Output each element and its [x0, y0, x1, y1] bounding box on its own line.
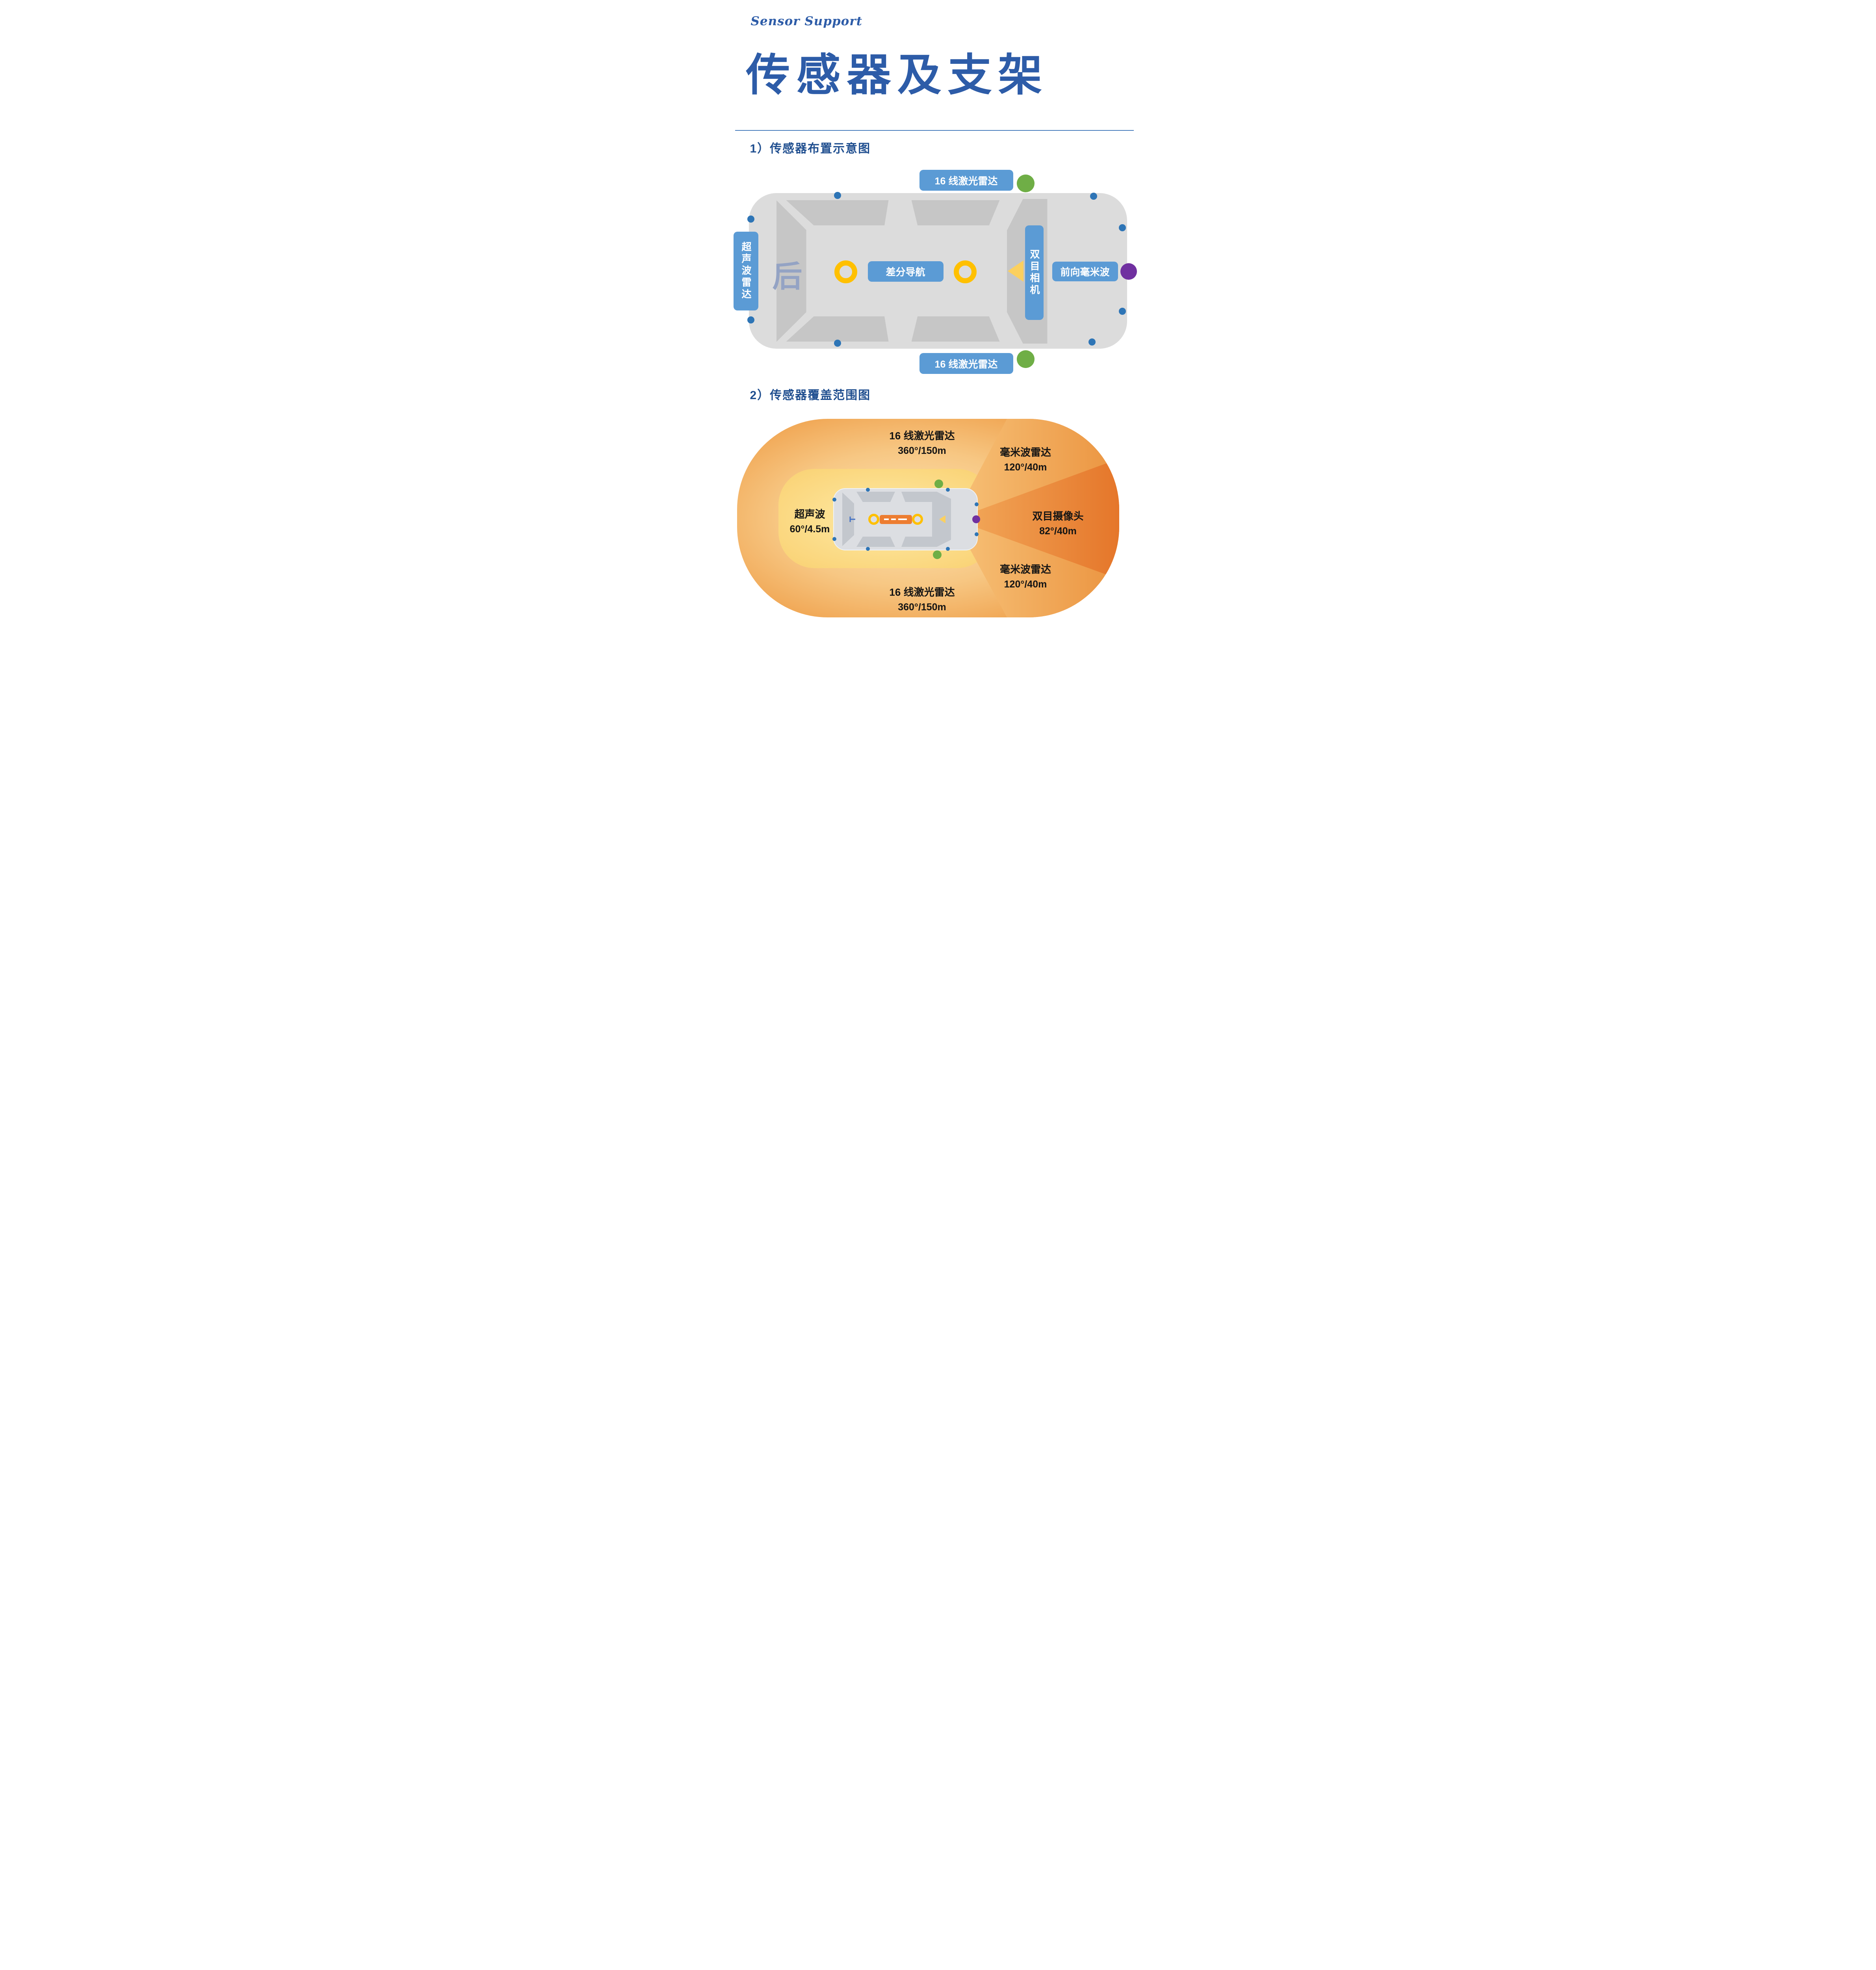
mini-lidar-bottom-dot	[932, 550, 942, 559]
sensor-name: 16 线激光雷达	[889, 586, 955, 598]
section2-heading: 2）传感器覆盖范围图	[750, 389, 871, 402]
sensor-spec: 120°/40m	[1004, 462, 1047, 473]
coverage-mmwave-top-label: 毫米波雷达 120°/40m	[977, 444, 1074, 473]
sensor-name: 毫米波雷达	[999, 563, 1051, 575]
ultrasonic-sensor-dot	[834, 340, 841, 347]
ultrasonic-sensor-dot	[747, 216, 754, 223]
sensor-spec: 360°/150m	[898, 445, 946, 456]
ultrasonic-sensor-dot	[1088, 338, 1096, 346]
mini-ultrasonic-dot	[832, 498, 836, 502]
sensor-name: 超声波	[794, 508, 825, 520]
divider-line	[735, 130, 1134, 131]
mini-ultrasonic-dot	[832, 537, 836, 541]
roof-panel-top-left	[786, 200, 889, 225]
mini-ultrasonic-dot	[945, 547, 950, 551]
sensor-name: 毫米波雷达	[999, 446, 1051, 458]
front-mmwave-dot	[1120, 263, 1137, 280]
lidar-top-label: 16 线激光雷达	[919, 170, 1013, 191]
camera-fov-triangle	[1007, 260, 1023, 282]
mini-ultrasonic-dot	[866, 547, 870, 551]
mini-vehicle	[832, 488, 979, 551]
lidar-top-dot	[1016, 175, 1035, 192]
coverage-diagram	[737, 419, 1119, 617]
mini-rear-window	[842, 492, 854, 546]
ultrasonic-sensor-dot	[1118, 308, 1126, 315]
page: Sensor Support 传感器及支架 1）传感器布置示意图 16 线激光雷…	[695, 0, 1181, 626]
ultrasonic-sensor-dot	[747, 316, 754, 323]
ultrasonic-sensor-dot	[1090, 193, 1097, 200]
roof-panel-bottom-left	[786, 316, 889, 342]
lidar-bottom-dot	[1016, 350, 1035, 368]
mini-roof-panel	[901, 537, 937, 547]
mini-label-dash	[884, 519, 889, 520]
section1-heading: 1）传感器布置示意图	[750, 142, 871, 155]
sensor-name: 双目摄像头	[1032, 510, 1084, 522]
mini-rear-marker	[849, 517, 855, 522]
sensor-spec: 60°/4.5m	[789, 524, 830, 535]
gnss-antenna-ring-right	[953, 260, 977, 283]
sensor-spec: 120°/40m	[1004, 579, 1047, 590]
mini-roof-panel	[856, 492, 895, 502]
coverage-lidar-top-label: 16 线激光雷达 360°/150m	[861, 428, 983, 457]
ultrasonic-sensor-dot	[834, 192, 841, 199]
sensor-spec: 82°/40m	[1039, 526, 1077, 537]
brand-script-text: Sensor Support	[750, 14, 863, 28]
sensor-name: 16 线激光雷达	[889, 430, 955, 442]
mini-lidar-top-dot	[934, 479, 943, 488]
lidar-bottom-label: 16 线激光雷达	[919, 353, 1013, 374]
mini-ultrasonic-dot	[974, 502, 979, 506]
mini-ultrasonic-dot	[866, 488, 870, 492]
camera-coverage-cone	[953, 459, 1119, 579]
coverage-binocular-label: 双目摄像头 82°/40m	[1003, 508, 1113, 537]
mini-antenna-ring	[868, 514, 879, 525]
coverage-mmwave-bottom-label: 毫米波雷达 120°/40m	[977, 561, 1074, 590]
coverage-lidar-bottom-label: 16 线激光雷达 360°/150m	[861, 584, 983, 613]
mini-label-dash	[898, 519, 907, 520]
vehicle-top-view: 后 差分导航 双目相机 前向毫米波	[749, 193, 1127, 349]
gnss-antenna-ring-left	[834, 260, 857, 283]
mini-ultrasonic-dot	[974, 532, 979, 536]
front-mmwave-label: 前向毫米波	[1052, 262, 1118, 281]
roof-panel-bottom-right	[911, 316, 1000, 342]
page-title: 传感器及支架	[746, 50, 1049, 100]
mini-antenna-ring	[912, 514, 923, 525]
mini-ultrasonic-dot	[945, 488, 950, 492]
diff-nav-label: 差分导航	[867, 261, 944, 282]
mini-roof-panel	[856, 537, 895, 547]
sensor-spec: 360°/150m	[898, 602, 946, 613]
ultrasonic-sensor-dot	[1118, 224, 1126, 231]
mini-camera-triangle	[939, 515, 945, 523]
mini-label-dash	[891, 519, 896, 520]
roof-panel-top-right	[911, 200, 1000, 225]
binocular-camera-label: 双目相机	[1025, 225, 1044, 320]
mini-mmwave-dot	[972, 515, 980, 523]
ultrasonic-radar-label: 超声波雷达	[733, 232, 758, 310]
mini-roof-panel	[901, 492, 937, 502]
rear-marker-character: 后	[772, 260, 802, 294]
coverage-ultrasonic-label: 超声波 60°/4.5m	[763, 506, 857, 535]
